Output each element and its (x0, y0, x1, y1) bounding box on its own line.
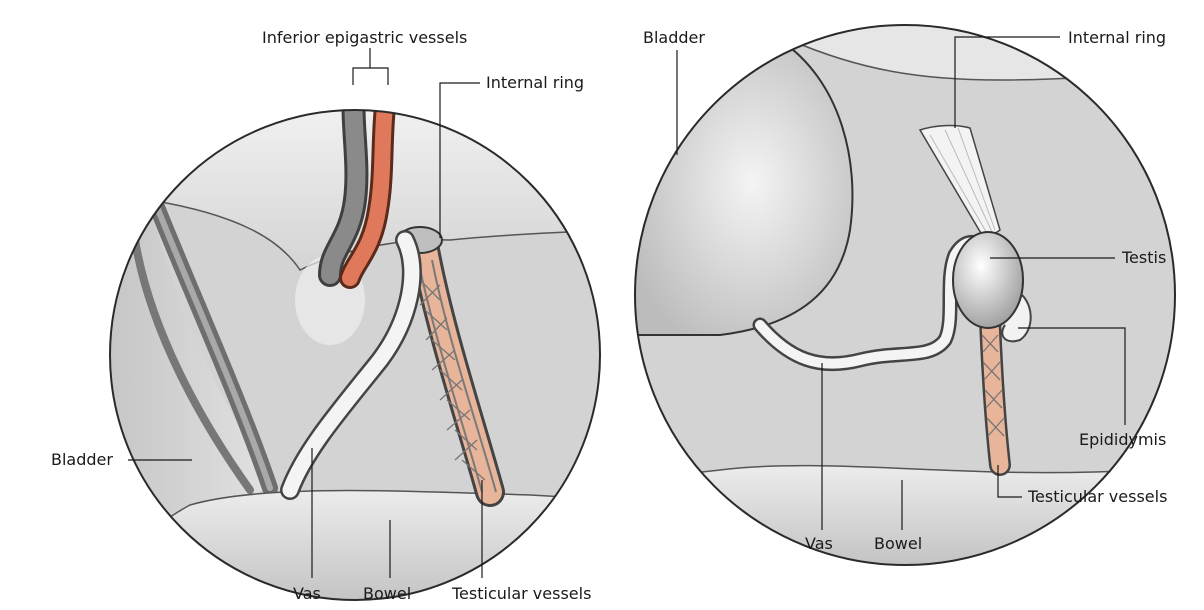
label-vas-left: Vas (293, 584, 321, 603)
testis (952, 231, 1024, 329)
label-testis: Testis (1122, 248, 1167, 267)
leader-internal-ring-right (954, 36, 1060, 128)
left-scope-view (109, 109, 601, 601)
label-bowel-right: Bowel (874, 534, 923, 553)
label-bladder-right: Bladder (643, 28, 705, 47)
leader-epididymis (1018, 327, 1126, 425)
umbilical-fold-inner (131, 236, 254, 494)
label-epididymis: Epididymis (1079, 430, 1167, 449)
label-inferior-epigastric-vessels: Inferior epigastric vessels (262, 28, 468, 47)
label-internal-ring-left: Internal ring (486, 73, 585, 92)
right-bowel (635, 464, 1175, 565)
label-internal-ring-right: Internal ring (1068, 28, 1167, 47)
right-scope-view (634, 24, 1176, 566)
label-testicular-vessels-left: Testicular vessels (452, 584, 592, 603)
left-view (109, 48, 601, 601)
label-bladder-left: Bladder (51, 450, 113, 469)
leader-internal-ring-left (439, 82, 480, 238)
label-bowel-left: Bowel (363, 584, 412, 603)
leader-testicular-right (997, 465, 1022, 498)
leader-inferior-epigastric (352, 48, 389, 85)
label-vas-right: Vas (805, 534, 833, 553)
label-testicular-vessels-right: Testicular vessels (1028, 487, 1168, 506)
